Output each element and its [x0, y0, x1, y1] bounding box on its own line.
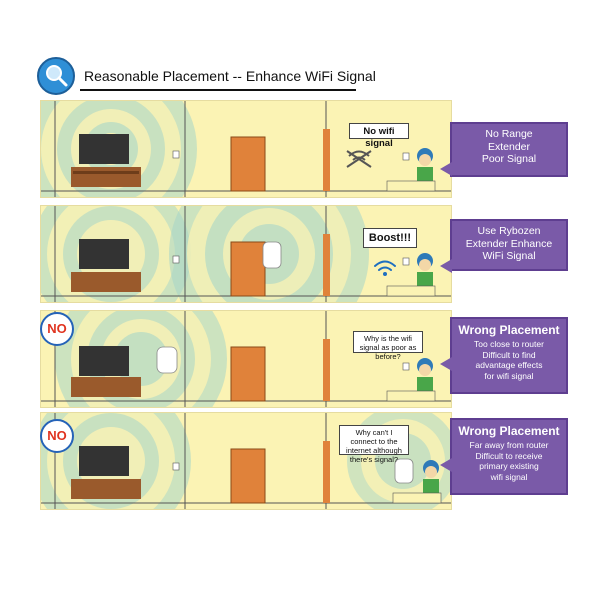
speech-bubble: Why can't I connect to the internet alth… — [339, 425, 409, 464]
room-scene — [41, 101, 451, 197]
magnifier-icon — [37, 57, 75, 95]
label-line: Poor Signal — [481, 153, 537, 165]
person-figure — [386, 148, 436, 192]
speech-bubble: No wifi signal — [349, 123, 409, 149]
person-figure — [392, 460, 442, 504]
panel-no-range-extender: No wifi signal — [40, 100, 452, 198]
no-badge: NO — [40, 312, 74, 346]
label-line: Far away from router — [469, 440, 549, 450]
label-line: Difficult to find — [482, 349, 536, 360]
label-line: advantage effects — [475, 360, 543, 370]
no-wifi-icon — [346, 150, 372, 168]
label-line: wifi signal — [490, 471, 528, 482]
label-header: Wrong Placement — [458, 323, 560, 337]
room-scene — [41, 413, 451, 509]
speech-bubble: Boost!!! — [363, 228, 417, 248]
extender-device — [156, 346, 178, 374]
extender-device — [262, 241, 282, 269]
label-line: Use Rybozen — [477, 225, 541, 237]
person-figure — [386, 358, 436, 402]
title-underline — [80, 89, 356, 91]
label-use-extender: Use Rybozen Extender Enhance WiFi Signal — [440, 219, 568, 273]
label-line: No Range — [485, 128, 533, 140]
label-too-close: Wrong Placement Too close to router Diff… — [440, 317, 568, 394]
label-line: Too close to router — [474, 339, 544, 349]
label-line: Extender Enhance — [465, 237, 553, 250]
panel-use-extender: Boost!!! — [40, 205, 452, 303]
label-line: Difficult to receive — [475, 450, 543, 461]
label-header: Wrong Placement — [458, 424, 560, 438]
label-too-far: Wrong Placement Far away from router Dif… — [440, 418, 568, 495]
label-line: for wifi signal — [484, 370, 534, 381]
extender-device — [394, 458, 414, 484]
label-no-range-extender: No Range Extender Poor Signal — [440, 122, 568, 177]
wifi-icon — [374, 260, 396, 276]
room-scene — [41, 311, 451, 407]
person-figure — [386, 253, 436, 297]
label-line: Extender — [487, 140, 531, 153]
page-title: Reasonable Placement -- Enhance WiFi Sig… — [84, 68, 376, 84]
no-badge: NO — [40, 419, 74, 453]
label-line: primary existing — [479, 461, 539, 471]
panel-too-far: Why can't I connect to the internet alth… — [40, 412, 452, 510]
header: Reasonable Placement -- Enhance WiFi Sig… — [36, 56, 376, 96]
label-line: WiFi Signal — [482, 250, 536, 262]
speech-bubble: Why is the wifi signal as poor as before… — [353, 331, 423, 361]
room-scene — [41, 206, 451, 302]
panel-too-close: Why is the wifi signal as poor as before… — [40, 310, 452, 408]
